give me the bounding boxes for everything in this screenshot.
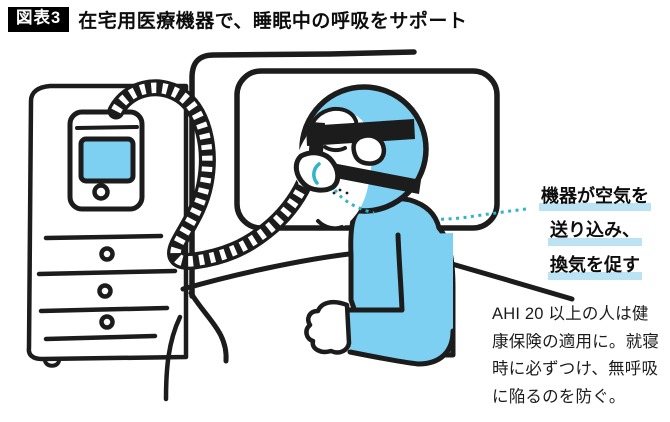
arm-fill xyxy=(348,233,453,364)
callout-label: 機器が空気を 送り込み、 換気を促す xyxy=(524,184,666,287)
ear xyxy=(351,133,387,166)
arm-outline xyxy=(345,232,456,367)
blanket-edge-right xyxy=(449,261,575,302)
note-text: AHI 20 以上の人は健 康保険の適用に。就寝 時に必ずつけ、無呼吸 に陥るの… xyxy=(492,301,670,411)
stubble-dot xyxy=(345,191,349,195)
blanket xyxy=(163,251,575,402)
cpap-machine xyxy=(67,109,145,212)
note-line: 時に必ずつけ、無呼吸 xyxy=(492,360,659,378)
dotted-connector-line xyxy=(373,207,527,221)
drawer-knob xyxy=(99,314,115,330)
blanket-edge-left xyxy=(180,251,352,292)
drawer-line xyxy=(38,305,170,314)
sheet-fold xyxy=(163,314,183,402)
fist xyxy=(304,299,352,355)
figure-title: 在宅用医療機器で、睡眠中の呼吸をサポート xyxy=(78,11,468,32)
drawer-line xyxy=(43,233,164,241)
note-line: に陥るのを防ぐ。 xyxy=(492,387,626,406)
chin-line xyxy=(316,219,344,231)
note-line: AHI 20 以上の人は健 xyxy=(492,305,649,323)
drawer-line xyxy=(43,333,158,342)
figure-number-badge: 図表3 xyxy=(8,6,70,33)
machine-button xyxy=(92,183,110,201)
note-line: 康保険の適用に。就寝 xyxy=(492,332,659,351)
mask-strap-lower xyxy=(320,161,421,194)
drawer-knob xyxy=(97,283,113,299)
figure-header: 図表3 在宅用医療機器で、睡眠中の呼吸をサポート xyxy=(8,6,467,33)
machine-panel-line xyxy=(75,125,139,130)
stubble-dot xyxy=(332,191,336,195)
mask-strap-upper xyxy=(306,119,415,146)
callout-line: 換気を促す xyxy=(548,252,642,280)
mask-air-detail xyxy=(312,162,321,185)
machine-screen xyxy=(78,136,136,184)
closed-eye xyxy=(323,145,347,153)
sleeping-person xyxy=(293,84,456,367)
bed-headboard xyxy=(189,49,417,299)
callout-line: 送り込み、 xyxy=(548,218,642,246)
callout-line: 機器が空気を xyxy=(539,184,651,212)
stubble-dot xyxy=(338,188,342,192)
drawer-knob xyxy=(99,246,115,262)
drawer-line xyxy=(36,268,178,277)
chest-foot xyxy=(43,357,61,368)
sheet-fold xyxy=(188,290,229,364)
air-hose xyxy=(107,79,313,270)
cpap-mask xyxy=(293,150,341,193)
